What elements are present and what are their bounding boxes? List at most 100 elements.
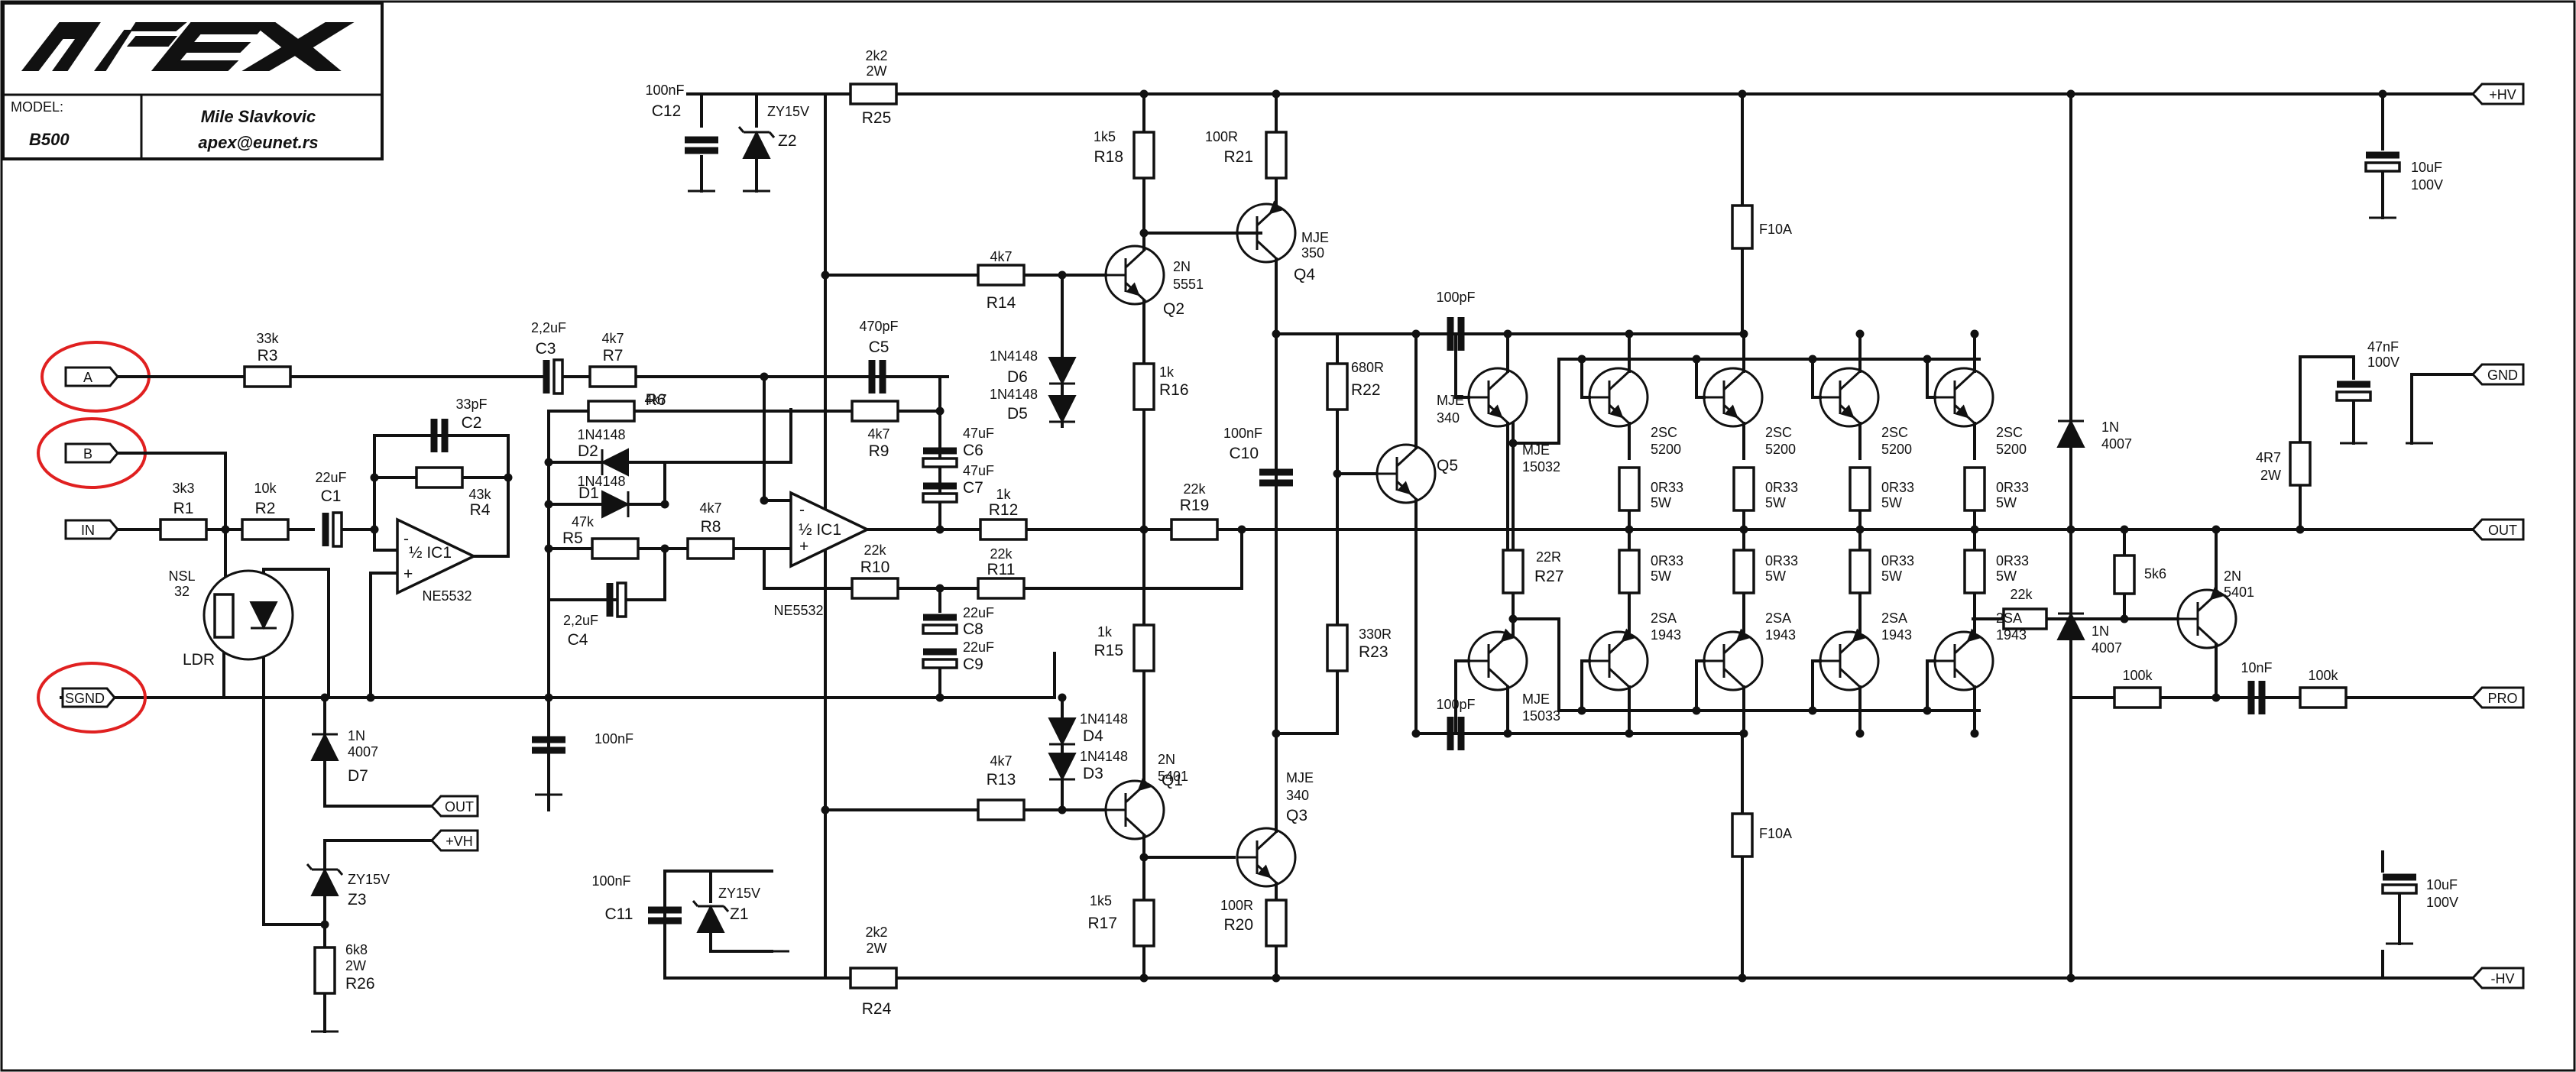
- r14-resistor: [977, 264, 1026, 287]
- r0r33-lower-1: [1618, 549, 1641, 594]
- port-b-label: B: [83, 446, 92, 462]
- r11-ref: R11: [987, 561, 1016, 578]
- pnp-2sa1943-3: [1819, 628, 1880, 691]
- wire: [116, 452, 227, 582]
- port-gnd: [2471, 363, 2525, 386]
- r20-resistor-body: [1265, 899, 1288, 947]
- junction-dot: [1272, 329, 1281, 338]
- r4r7: [2289, 441, 2312, 487]
- r100k-left: [2113, 686, 2162, 709]
- pnp-2sa1943-1-lead: [1608, 667, 1631, 688]
- r4-resistor-body: [415, 466, 464, 489]
- junction-dot: [370, 473, 379, 482]
- mje15032-label: MJE: [1522, 442, 1550, 458]
- npn-2sc5200-1-lead: [1608, 370, 1631, 391]
- r21-resistor-body: [1265, 131, 1288, 180]
- port-gnd-tag: [2471, 363, 2525, 386]
- r20-value: 100R: [1220, 898, 1253, 913]
- ic1a-plus: +: [403, 565, 413, 583]
- q5-transistor-lead: [1395, 446, 1418, 468]
- r5-ref: R5: [562, 530, 583, 547]
- p5200-label-4: 5200: [1996, 442, 2027, 457]
- npn-2sc5200-4-arrow: [1955, 404, 1969, 419]
- z1-zener-z: [692, 900, 699, 907]
- c12-cap: [685, 136, 718, 154]
- r0r33-lower-3-body: [1849, 549, 1871, 594]
- junction-dot: [544, 500, 553, 509]
- z2-value: ZY15V: [767, 104, 809, 119]
- mje15033-label: MJE: [1522, 691, 1550, 707]
- c3-cap-plate: [552, 358, 564, 395]
- r25-value2: 2W: [867, 63, 887, 79]
- r14-value: 4k7: [990, 249, 1012, 264]
- z3-zener-z: [336, 869, 344, 876]
- d4-diode-body: [1048, 717, 1077, 747]
- z3-zener-body: [310, 867, 339, 896]
- d5-value: 1N4148: [990, 387, 1038, 402]
- port-pro-label: PRO: [2487, 691, 2517, 706]
- c11-ref: C11: [605, 905, 633, 923]
- c100nf-left-value: 100nF: [595, 731, 633, 747]
- r24-value2: 2W: [867, 941, 887, 956]
- fuse-lower-body: [1731, 812, 1754, 858]
- r7-ref: R7: [603, 347, 624, 364]
- port-sgnd-tag: [61, 687, 116, 708]
- junction-dot: [1508, 439, 1518, 448]
- c100pf-upper-value: 100pF: [1436, 290, 1475, 305]
- wire: [547, 408, 792, 464]
- q1-transistor-arrow: [1137, 777, 1152, 792]
- junction-dot: [821, 270, 830, 280]
- junction-dot: [1139, 89, 1149, 99]
- c100pf-lower-value: 100pF: [1436, 697, 1475, 712]
- d1-diode: [601, 490, 630, 519]
- r9-ref: R9: [869, 442, 889, 460]
- wire: [1336, 332, 1457, 361]
- z2-zener-body: [742, 130, 771, 159]
- junction-dot: [544, 458, 553, 467]
- p2sc-label-3: 2SC: [1881, 425, 1908, 440]
- d5-diode: [1048, 395, 1077, 424]
- c10nf-label: 10nF: [2241, 660, 2272, 675]
- wire: [1811, 659, 1822, 712]
- apex-logo: APEX: [21, 22, 355, 71]
- junction-dot: [2066, 525, 2075, 534]
- junction-dot: [2378, 89, 2387, 99]
- r100k-left-label: 100k: [2122, 668, 2153, 683]
- junction-dot: [2211, 525, 2221, 534]
- r5w-lower-label-4: 5W: [1996, 568, 2017, 584]
- d6-ref: D6: [1007, 368, 1028, 386]
- wire: [547, 547, 666, 601]
- r16-resistor: [1132, 362, 1155, 411]
- junction-dot: [1503, 329, 1512, 338]
- r3-resistor-body: [243, 365, 292, 388]
- r13-ref: R13: [987, 771, 1016, 789]
- r26-resistor: [313, 946, 336, 995]
- junction-dot: [1058, 270, 1067, 280]
- port-pro-tag: [2471, 686, 2525, 709]
- mje15033-transistor-lead: [1487, 667, 1510, 688]
- p2sa-label-4: 2SA: [1996, 610, 2022, 626]
- c100pf-lower-cap: [1447, 717, 1465, 750]
- port-b-tag: [64, 442, 119, 464]
- r19-value: 22k: [1183, 481, 1206, 497]
- junction-dot: [2296, 525, 2305, 534]
- junction-dot: [1970, 525, 1979, 534]
- c1-cap-plate: [332, 511, 343, 548]
- r9-resistor-body: [851, 400, 899, 423]
- q4-transistor-lead: [1256, 239, 1278, 261]
- model-number: B500: [29, 130, 70, 149]
- r5-resistor-body: [591, 537, 640, 560]
- junction-dot: [1808, 706, 1817, 715]
- r033-lower-label-2: 0R33: [1765, 553, 1798, 568]
- wire: [323, 717, 433, 808]
- c10-value: 100nF: [1223, 426, 1262, 441]
- c6-cap: [922, 447, 958, 468]
- r21-ref: R21: [1223, 148, 1253, 166]
- r22-value: 680R: [1351, 360, 1384, 375]
- c8-cap: [922, 614, 958, 635]
- d4-diode: [1048, 717, 1077, 747]
- ic1b-value: NE5532: [773, 603, 823, 618]
- d1-ref: D1: [578, 484, 599, 502]
- q3-transistor-lead: [1256, 830, 1278, 851]
